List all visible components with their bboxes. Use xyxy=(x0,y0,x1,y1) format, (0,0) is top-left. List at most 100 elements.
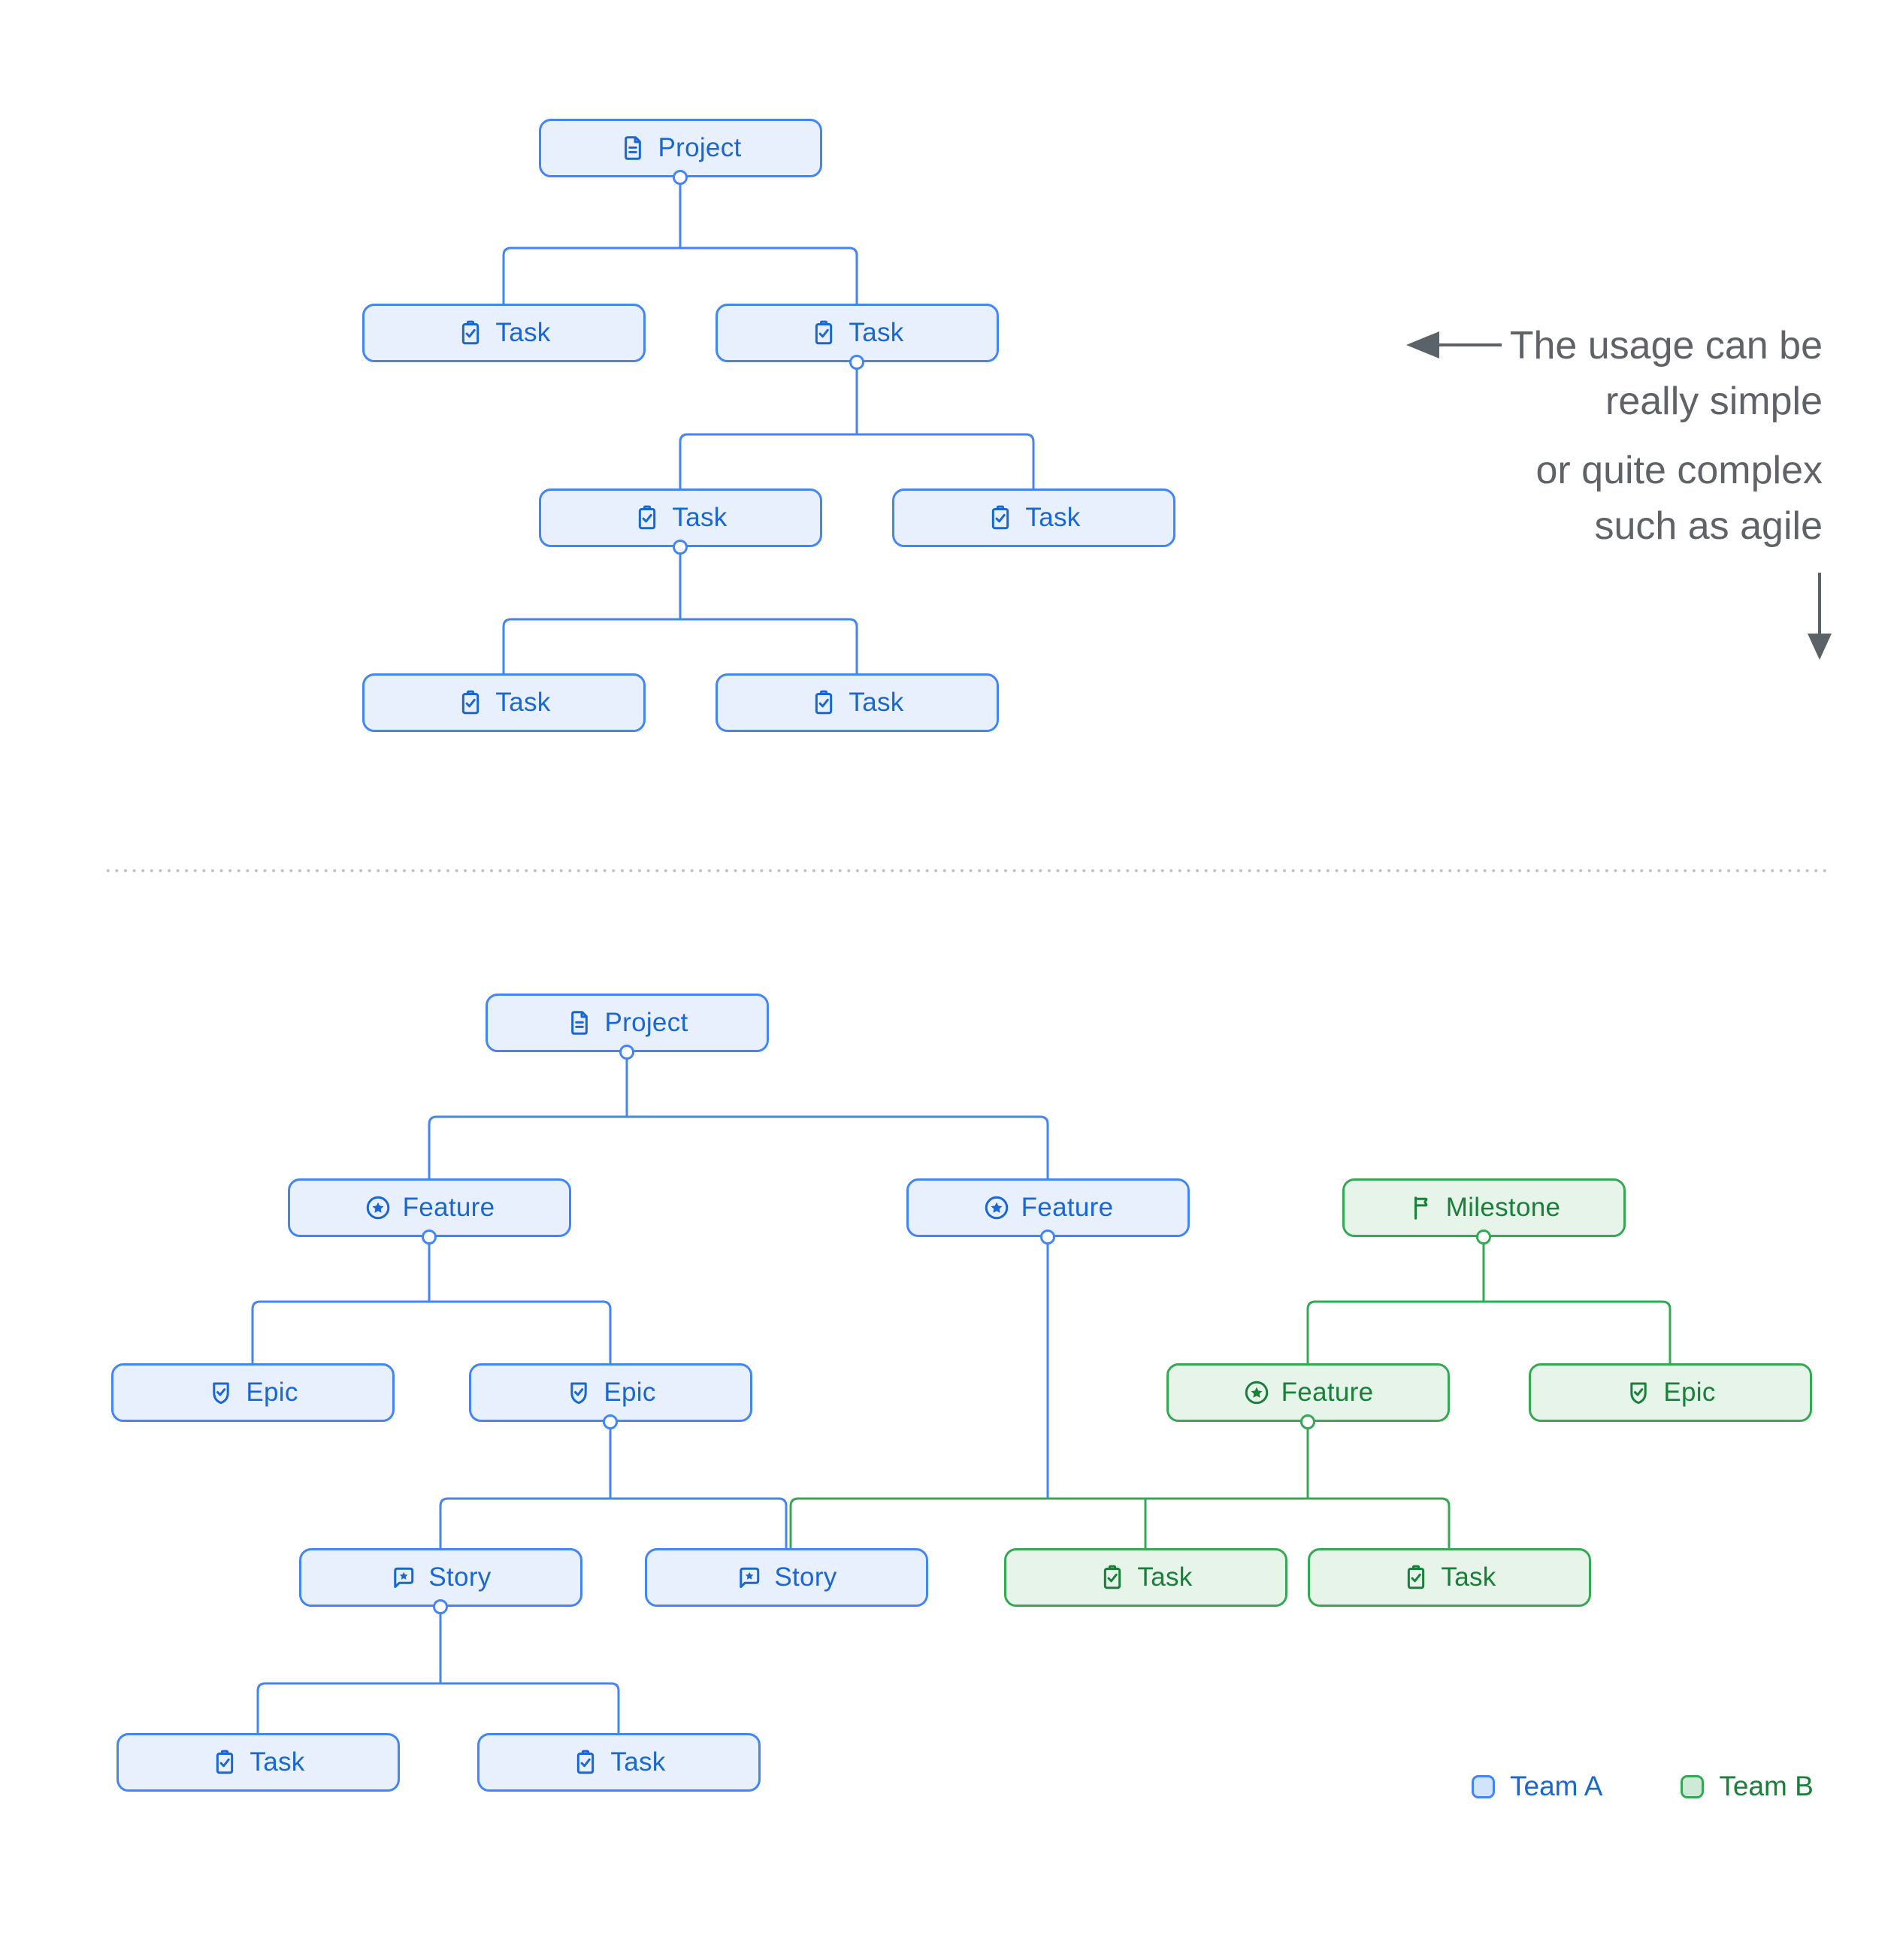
node-feature: Feature xyxy=(906,1178,1190,1237)
node-project: Project xyxy=(538,119,822,177)
connector-line xyxy=(1306,1300,1672,1363)
node-task: Task xyxy=(116,1733,400,1792)
team-b-swatch-icon xyxy=(1681,1774,1705,1798)
connector-line xyxy=(428,1115,1049,1178)
task-icon xyxy=(986,504,1015,532)
node-label: Feature xyxy=(1021,1193,1114,1222)
node-label: Task xyxy=(849,318,904,347)
node-feature: Feature xyxy=(287,1178,571,1237)
task-icon xyxy=(809,319,838,347)
node-label: Epic xyxy=(604,1378,656,1407)
annotation-arrows xyxy=(1406,331,1832,660)
node-label: Task xyxy=(250,1747,305,1777)
task-icon xyxy=(210,1748,239,1777)
feature-icon xyxy=(982,1193,1011,1222)
node-epic: Epic xyxy=(468,1363,752,1422)
legend-label: Team B xyxy=(1719,1771,1814,1801)
node-task: Task xyxy=(538,488,822,547)
node-task: Task xyxy=(715,304,999,362)
annotation-line: or quite complex xyxy=(1535,449,1823,492)
connector-dot xyxy=(849,355,864,370)
node-label: Feature xyxy=(402,1193,495,1222)
legend: Team A Team B xyxy=(1472,1771,1814,1802)
node-task: Task xyxy=(891,488,1175,547)
task-icon xyxy=(809,688,838,717)
node-label: Story xyxy=(428,1562,492,1592)
feature-icon xyxy=(1242,1378,1271,1407)
node-label: Story xyxy=(774,1562,837,1592)
dotted-divider xyxy=(104,869,1828,873)
connector-line xyxy=(502,247,858,304)
annotation-line: really simple xyxy=(1605,380,1823,423)
task-icon xyxy=(1098,1563,1127,1592)
epic-icon xyxy=(1624,1378,1653,1407)
legend-label: Team A xyxy=(1510,1771,1603,1801)
node-task: Task xyxy=(1307,1548,1591,1607)
connector-line xyxy=(502,618,858,673)
node-label: Task xyxy=(495,318,551,347)
task-icon xyxy=(456,319,485,347)
story-icon xyxy=(389,1563,418,1592)
connector-line xyxy=(439,1497,788,1548)
story-icon xyxy=(735,1563,764,1592)
connector-dot xyxy=(1300,1414,1315,1429)
milestone-icon xyxy=(1407,1193,1436,1222)
annotation-line: The usage can be xyxy=(1509,324,1823,368)
node-label: Task xyxy=(1441,1562,1496,1592)
doc-icon xyxy=(619,134,647,162)
connector-dot xyxy=(619,1045,634,1060)
epic-icon xyxy=(564,1378,593,1407)
task-icon xyxy=(571,1748,600,1777)
connector-dot xyxy=(1476,1230,1491,1245)
node-task: Task xyxy=(1003,1548,1287,1607)
team-a-swatch-icon xyxy=(1472,1774,1495,1798)
connector-dot xyxy=(433,1599,448,1614)
node-label: Task xyxy=(849,688,904,717)
node-project: Project xyxy=(485,994,769,1052)
annotation-simple: The usage can be really simple xyxy=(1510,318,1823,429)
node-label: Feature xyxy=(1281,1378,1374,1407)
legend-item-team-a: Team A xyxy=(1472,1771,1602,1802)
node-task: Task xyxy=(362,304,646,362)
node-epic: Epic xyxy=(1528,1363,1812,1422)
node-label: Task xyxy=(495,688,551,717)
node-feature: Feature xyxy=(1166,1363,1450,1422)
task-icon xyxy=(1402,1563,1430,1592)
node-epic: Epic xyxy=(110,1363,395,1422)
connector-dot xyxy=(673,170,688,185)
annotation-complex: or quite complex such as agile xyxy=(1535,443,1823,554)
annotation-line: such as agile xyxy=(1594,504,1823,548)
node-label: Project xyxy=(658,133,742,162)
arrow-down-icon xyxy=(1808,573,1832,660)
epic-icon xyxy=(207,1378,235,1407)
node-milestone: Milestone xyxy=(1342,1178,1626,1237)
node-label: Task xyxy=(672,503,728,532)
node-story: Story xyxy=(644,1548,928,1607)
node-task: Task xyxy=(715,673,999,732)
node-task: Task xyxy=(362,673,646,732)
connector-dot xyxy=(673,540,688,555)
node-label: Task xyxy=(610,1747,666,1777)
node-label: Task xyxy=(1025,503,1081,532)
doc-icon xyxy=(565,1009,594,1037)
legend-item-team-b: Team B xyxy=(1681,1771,1814,1802)
node-label: Epic xyxy=(246,1378,298,1407)
node-story: Story xyxy=(298,1548,582,1607)
node-label: Epic xyxy=(1663,1378,1716,1407)
connector-dot xyxy=(1040,1230,1055,1245)
feature-icon xyxy=(364,1193,392,1222)
connector-line xyxy=(251,1300,612,1363)
task-icon xyxy=(633,504,661,532)
node-label: Project xyxy=(604,1008,688,1037)
connector-dot xyxy=(422,1230,437,1245)
node-label: Task xyxy=(1137,1562,1193,1592)
connector-dot xyxy=(603,1414,618,1429)
node-label: Milestone xyxy=(1445,1193,1561,1222)
task-icon xyxy=(456,688,485,717)
connector-line xyxy=(679,433,1035,488)
arrow-left-icon xyxy=(1406,331,1502,358)
connector-line xyxy=(256,1682,620,1733)
node-task: Task xyxy=(477,1733,761,1792)
